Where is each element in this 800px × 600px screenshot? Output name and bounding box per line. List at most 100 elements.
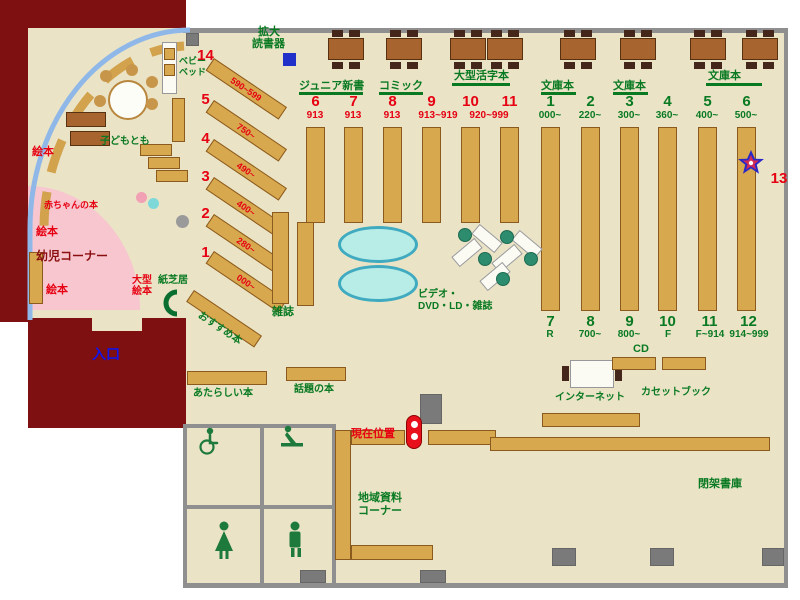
chair [508,30,519,37]
chair [763,30,774,37]
reading-table [742,30,778,69]
fan-number: 4 [201,130,210,147]
stack-number: 10 [659,313,676,330]
fan-number: 5 [201,91,210,108]
stack-range: 300~ [617,110,641,121]
stool [146,76,158,88]
chair [711,62,722,69]
stack-range: 360~ [655,110,679,121]
kodomo-tomo-label: 子どもとも [100,136,150,147]
magazine-shelf [272,212,289,304]
cd-shelf [662,357,706,370]
stack-number: 12 [740,313,757,330]
stack-number: 4 [663,93,672,110]
cd-shelf [612,357,656,370]
reading-table [620,30,656,69]
local-materials-label: 地域資料 [358,492,402,504]
category-junior: ジュニア新書 [299,80,365,92]
local-shelf [351,545,433,560]
category-shelf-line [299,92,363,95]
infant-corner-label: 幼児コーナー [36,249,109,263]
wall-left-maroon [0,0,28,322]
step-shelf [140,144,172,156]
wall-toilet-right [332,424,336,588]
magnifier-label: 拡大 [258,26,280,38]
stack-range: 913 [344,110,362,121]
baby-changing-icon [281,425,303,447]
chair [332,30,343,37]
chair [390,30,401,37]
category-shelf-line [613,92,648,95]
current-location-marker [406,415,422,449]
cassette-label: カセットブック [641,387,711,398]
pillar [762,548,784,566]
reading-table [450,30,486,69]
bookshelf [620,127,639,311]
bookshelf [737,127,756,311]
stack-number-13: 13 [770,170,788,187]
kamishibai-bench [163,289,178,317]
current-location-label: 現在位置 [351,428,395,440]
reading-table [560,30,596,69]
bookshelf [306,127,325,223]
curved-window-wall [27,27,191,320]
reading-table [328,30,364,69]
large-picture-books-label: 大型 [132,275,152,286]
stack-range: 000~ [538,110,562,121]
stack-number: 6 [311,93,320,110]
chair [349,30,360,37]
sofa [338,265,418,302]
picture-books-label: 絵本 [36,226,58,238]
stack-number: 3 [625,93,634,110]
chair [746,62,757,69]
wall-bottom [183,583,788,588]
local-shelf [335,430,351,560]
stack-number: 7 [349,93,358,110]
chair [624,62,635,69]
av-chair [478,252,492,266]
chair [407,62,418,69]
stool [126,64,138,76]
closed-stacks-label: 閉架書庫 [698,478,742,490]
stack-range: 913 [383,110,401,121]
wall-toilet-divider-upper [260,428,264,505]
chair [641,62,652,69]
magazine-shelf [297,222,314,306]
stack-number: 10 [462,93,479,110]
category-bunko: 文庫本 [613,80,646,92]
stool [176,215,189,228]
stack-range: 800~ [617,329,641,340]
stack-number: 9 [427,93,436,110]
bookshelf [383,127,402,223]
stack-number: 5 [703,93,712,110]
stool [136,192,147,203]
fan-number: 14 [197,47,214,64]
picture-books-label: 絵本 [32,146,54,158]
mens-toilet-icon [289,521,301,557]
bookshelf [422,127,441,223]
stack-range: 914~999 [729,329,769,340]
stack-range: F [664,329,672,340]
bookshelf [461,127,480,223]
reading-table [487,30,523,69]
bookshelf [541,127,560,311]
magazines-label: 雑誌 [272,306,294,318]
bookshelf [658,127,677,311]
kids-desk [70,131,110,146]
wall-top-maroon [0,0,186,28]
stack-number: 1 [546,93,555,110]
av-chair [458,228,472,242]
category-comic: コミック [379,80,423,92]
star-icon [738,150,764,174]
stool [94,95,106,107]
bookshelf [490,437,770,451]
stack-range: F~914 [695,329,725,340]
chair [711,30,722,37]
stack-number: 9 [625,313,634,330]
wall-toilet-divider-lower [260,509,264,583]
wall-toilet-top [183,424,336,428]
chair [491,62,502,69]
video-label: ビデオ・ [418,289,458,300]
